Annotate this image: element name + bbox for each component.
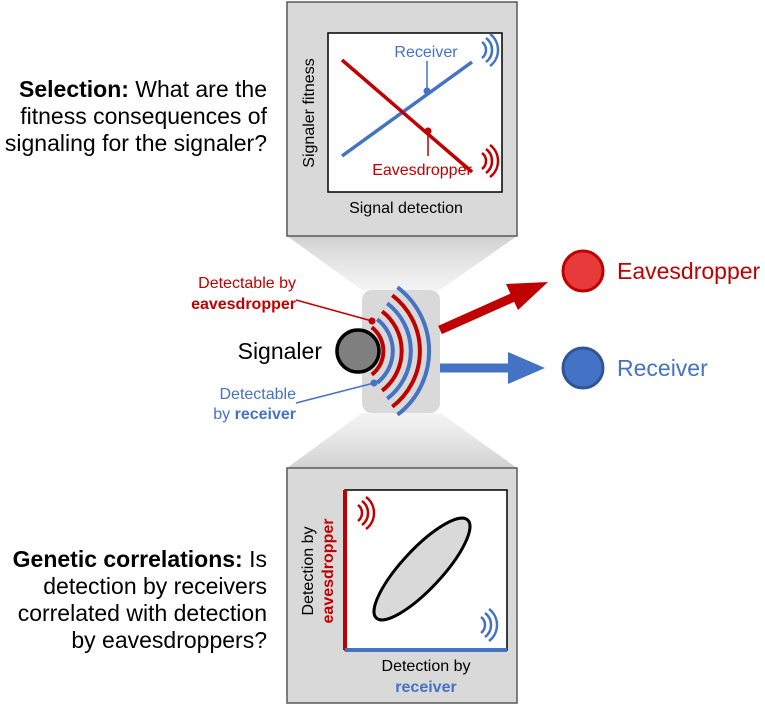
receiver-callout-leader [295,382,375,404]
top-plot-panel: Signaler fitness Signal detection Receiv… [286,1,518,237]
correlation-ellipse [372,516,472,622]
top-plot-ylabel: Signaler fitness [301,58,318,167]
genetic-line-2: detection by receivers [43,573,267,599]
top-zoom-cone [287,236,517,290]
eavesdropper-signal-icon [481,144,500,178]
selection-question: Selection: What are the fitness conseque… [5,76,267,157]
eaves-callout-dot [368,317,376,325]
eavesdropper-node [561,249,605,293]
bottom-plot-ylabel-line2: eavesdropper [320,519,337,624]
eavesdropper-line-label: Eavesdropper [372,162,472,179]
eaves-callout-text-line2: eavesdropper [191,296,296,313]
selection-line-2: fitness consequences of [20,103,267,129]
eaves-callout-text-line1: Detectable by [198,275,296,292]
bottom-plot-ylabel-line1: Detection by [300,527,317,616]
genetic-heading: Genetic correlations: [12,546,243,572]
signal-waves-icon [370,285,432,417]
receiver-callout-dot [423,87,431,95]
selection-heading: Selection: [19,76,129,102]
bottom-zoom-cone [287,413,517,468]
receiver-callout-dot-center [370,379,378,387]
bottom-plot-xlabel-line1: Detection by [382,658,471,675]
bottom-plot-panel: Detection by eavesdropper Detection by r… [286,467,518,704]
genetic-line-4: by eavesdroppers? [71,627,267,653]
receiver-arrow [440,352,545,384]
bottom-plot-xlabel-line2: receiver [395,679,456,696]
receiver-signal-icon [481,33,500,67]
receiver-line-label: Receiver [394,44,458,61]
genetic-question: Genetic correlations: Is detection by re… [13,546,267,654]
genetic-line-3: correlated with detection [17,600,267,626]
signaler-node [335,328,381,374]
eaves-callout-leader [295,299,373,322]
receiver-callout-text-line2: by receiver [213,406,296,423]
signal-zoom-box [362,285,440,417]
selection-line-1-rest: What are the [128,76,267,102]
genetic-line-1-rest: Is [242,546,267,572]
genetic-line-1: Genetic correlations: Is [13,546,267,573]
bottom-eavesdropper-signal-icon [357,496,376,530]
eavesdropper-callout-dot [424,127,432,135]
eavesdropper-node-label: Eavesdropper [617,258,761,284]
receiver-node-label: Receiver [617,355,708,381]
selection-line-1: Selection: What are the [5,76,267,103]
eavesdropper-fitness-line [340,58,474,174]
bottom-receiver-signal-icon [480,608,499,642]
receiver-callout-text-line1: Detectable [220,386,297,403]
top-plot-xlabel: Signal detection [349,200,463,217]
receiver-fitness-line [340,60,474,158]
receiver-node [561,346,605,390]
selection-line-3: signaling for the signaler? [4,130,267,156]
eavesdropper-arrow [438,282,548,335]
signaler-label: Signaler [238,338,323,364]
